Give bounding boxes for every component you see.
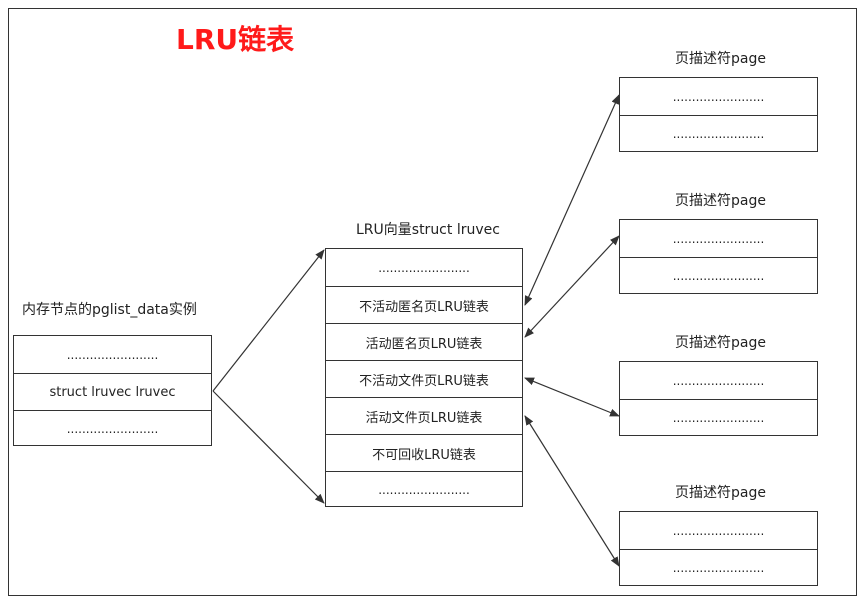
page-box: ........................ ...............… xyxy=(619,77,818,152)
page-label: 页描述符page xyxy=(675,335,766,351)
page-box: ........................ ...............… xyxy=(619,361,818,436)
lruvec-row-unevictable: 不可回收LRU链表 xyxy=(326,434,522,471)
page-box: ........................ ...............… xyxy=(619,219,818,294)
lruvec-row-inactive-file: 不活动文件页LRU链表 xyxy=(326,360,522,397)
page-box: ........................ ...............… xyxy=(619,511,818,586)
page-label: 页描述符page xyxy=(675,51,766,67)
pglist-label: 内存节点的pglist_data实例 xyxy=(22,302,197,318)
page-row: ........................ xyxy=(672,231,765,246)
lruvec-row: ........................ xyxy=(326,471,522,508)
page-row: ........................ xyxy=(672,373,765,388)
lruvec-row-active-file: 活动文件页LRU链表 xyxy=(326,397,522,434)
page-label: 页描述符page xyxy=(675,193,766,209)
lruvec-row: ........................ xyxy=(378,260,470,275)
diagram-title: LRU链表 xyxy=(176,23,295,56)
page-row: ........................ xyxy=(620,257,817,293)
lruvec-row-inactive-anon: 不活动匿名页LRU链表 xyxy=(326,286,522,323)
pglist-row: ........................ xyxy=(66,347,159,362)
pglist-box: ........................ struct lruvec l… xyxy=(13,335,212,446)
pglist-row-lruvec: struct lruvec lruvec xyxy=(14,373,211,410)
lruvec-box: ........................ 不活动匿名页LRU链表 活动匿… xyxy=(325,248,523,507)
page-row: ........................ xyxy=(672,523,765,538)
page-row: ........................ xyxy=(620,549,817,585)
page-label: 页描述符page xyxy=(675,485,766,501)
page-row: ........................ xyxy=(672,89,765,104)
pglist-row: ........................ xyxy=(14,410,211,447)
lruvec-label: LRU向量struct lruvec xyxy=(356,222,500,238)
page-row: ........................ xyxy=(620,115,817,151)
page-row: ........................ xyxy=(620,399,817,435)
diagram-frame xyxy=(8,8,857,596)
lruvec-row-active-anon: 活动匿名页LRU链表 xyxy=(326,323,522,360)
